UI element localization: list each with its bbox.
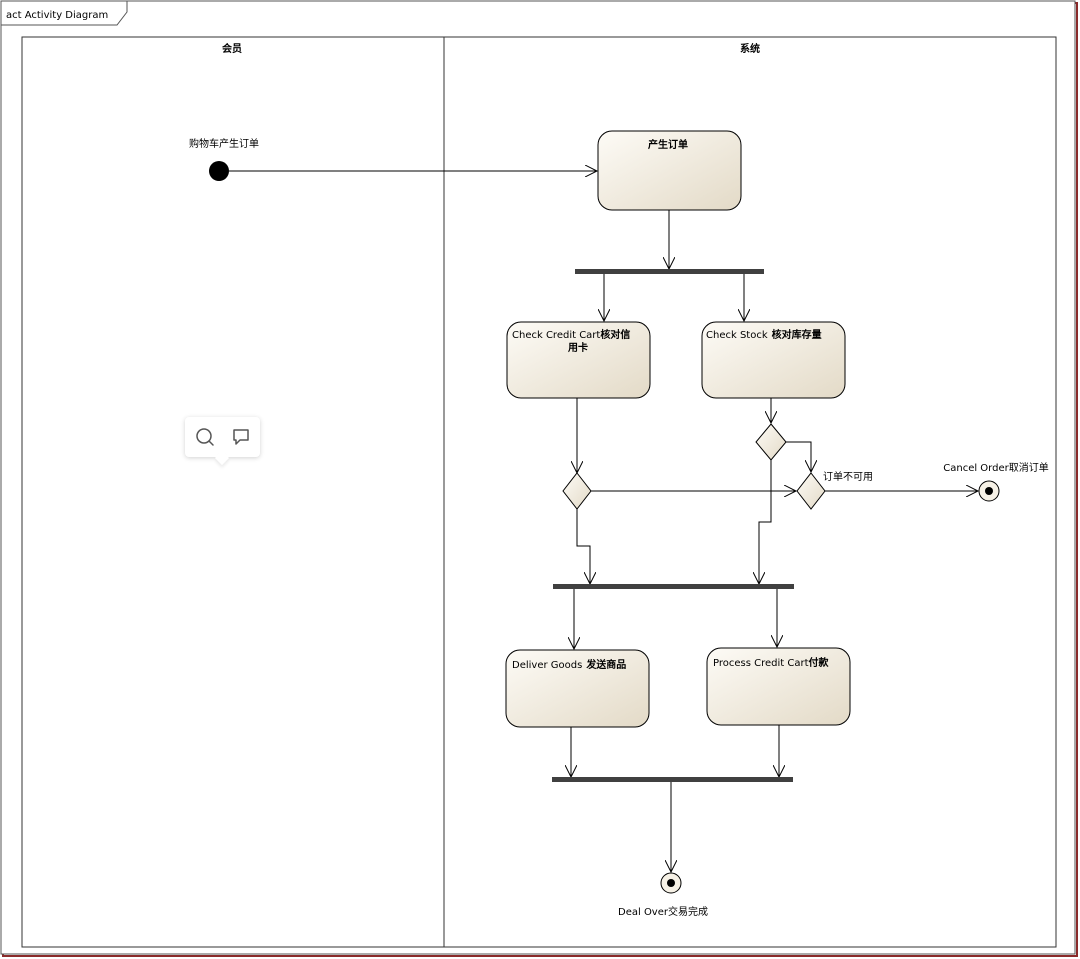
action-check-stock-label-cn: 核对库存量	[772, 328, 822, 341]
final-node-cancel-label: Cancel Order取消订单	[943, 461, 1048, 474]
fork-bar-2	[553, 584, 794, 589]
svg-text:Check Credit Cart核对信: Check Credit Cart核对信	[512, 328, 630, 341]
lane-title-member: 会员	[222, 42, 242, 55]
action-check-stock-label-en: Check Stock	[706, 330, 768, 341]
svg-text:Process Credit Cart付款: Process Credit Cart付款	[713, 656, 830, 669]
decision-order-unavailable-label: 订单不可用	[823, 471, 873, 483]
action-check-credit-label-en: Check Credit Cart	[512, 330, 600, 341]
search-icon	[195, 428, 214, 446]
initial-node-label: 购物车产生订单	[189, 137, 259, 150]
swimlane-container	[21, 36, 1057, 948]
initial-node[interactable]	[209, 161, 229, 181]
action-deliver-goods-label-en: Deliver Goods	[512, 660, 582, 671]
action-check-credit[interactable]	[506, 321, 651, 399]
action-create-order-label: 产生订单	[648, 138, 688, 151]
floating-toolbar	[185, 417, 260, 457]
decision-order-unavailable[interactable]	[796, 472, 826, 510]
action-process-credit-label-en: Process Credit Cart	[713, 658, 809, 669]
action-deliver-goods[interactable]	[505, 649, 650, 728]
action-deliver-goods-label-cn: 发送商品	[585, 658, 626, 671]
action-check-credit-label-cn: 核对信	[600, 328, 630, 341]
final-node-deal-over-label: Deal Over交易完成	[618, 905, 708, 918]
flow-stock-ok-to-join	[759, 460, 772, 584]
flow-stock-fail-to-unavailable	[786, 441, 811, 472]
action-check-stock[interactable]	[701, 321, 846, 399]
final-node-deal-over-dot	[667, 879, 675, 887]
frame-title-tab	[0, 0, 128, 26]
join-bar-3	[552, 777, 793, 782]
comment-button[interactable]	[230, 426, 252, 448]
fork-bar-1	[575, 269, 764, 274]
action-process-credit-label-cn: 付款	[809, 656, 830, 669]
final-node-cancel-dot	[985, 487, 993, 495]
action-check-credit-label-cn2: 用卡	[567, 341, 588, 354]
lane-title-system: 系统	[740, 42, 760, 55]
search-button[interactable]	[194, 426, 216, 448]
flow-credit-ok-to-join	[576, 509, 590, 584]
comment-icon	[232, 429, 249, 445]
frame-title: act Activity Diagram	[6, 10, 108, 21]
